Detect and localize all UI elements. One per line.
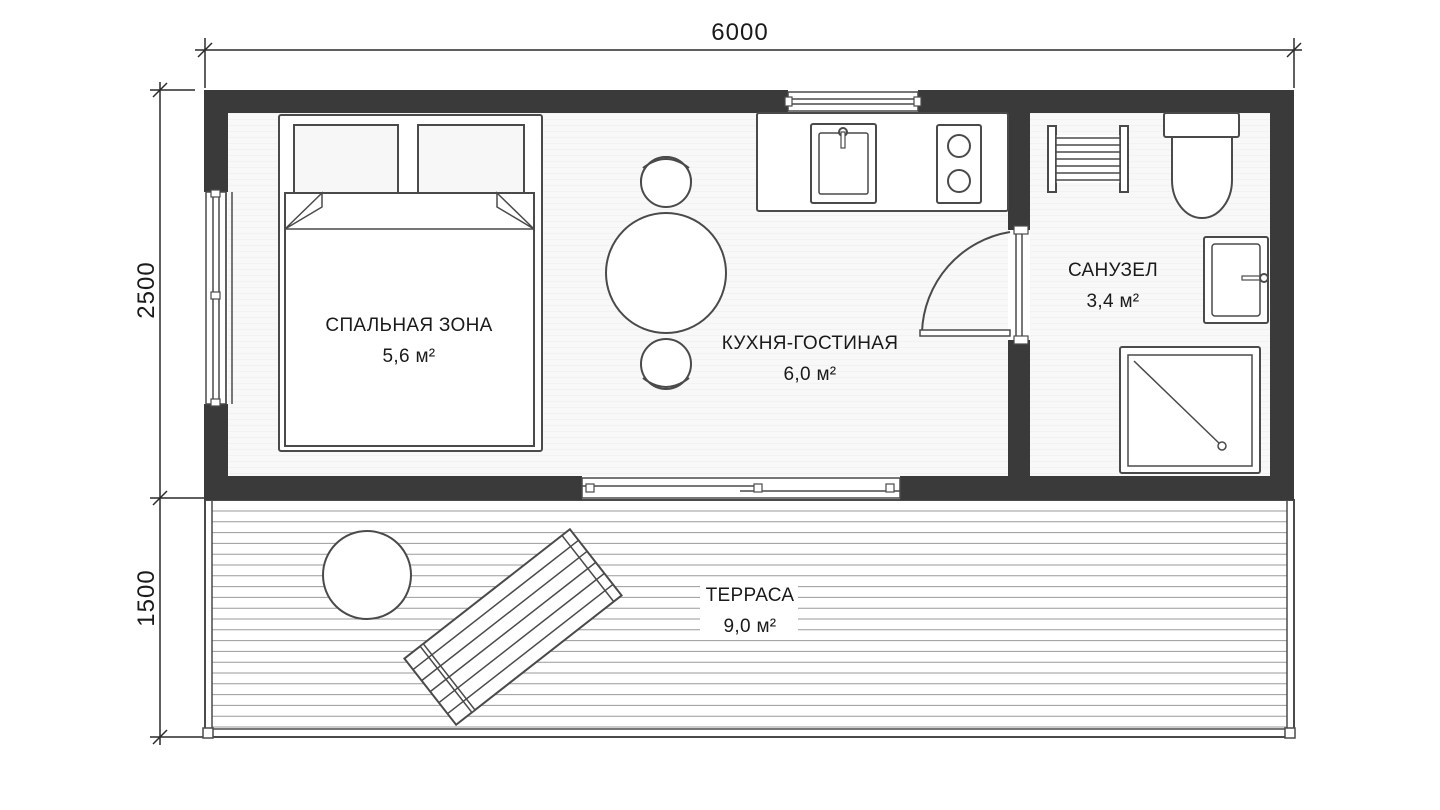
dimension-left: 2500 1500 bbox=[133, 82, 205, 745]
bathroom-area: 3,4 м² bbox=[1087, 291, 1140, 312]
towel-rail bbox=[1047, 125, 1129, 193]
shower-tray bbox=[1119, 346, 1261, 474]
dimension-terrace-depth-label: 1500 bbox=[133, 569, 160, 626]
terrace: ТЕРРАСА 9,0 м² bbox=[202, 499, 1296, 739]
bedroom-area: 5,6 м² bbox=[383, 346, 436, 367]
sliding-door-terrace bbox=[581, 477, 901, 499]
bathroom-door bbox=[919, 225, 1029, 345]
double-bed bbox=[278, 114, 543, 452]
bathroom: САНУЗЕЛ 3,4 м² bbox=[1047, 112, 1269, 474]
dimension-width-label: 6000 bbox=[711, 19, 768, 46]
exterior-walls bbox=[204, 90, 1294, 500]
kitchen-counter bbox=[756, 112, 1009, 212]
terrace-lounger bbox=[402, 527, 624, 727]
terrace-name: ТЕРРАСА bbox=[706, 585, 795, 606]
window-left bbox=[205, 189, 233, 407]
terrace-table bbox=[322, 530, 412, 620]
bathroom-name: САНУЗЕЛ bbox=[1068, 260, 1158, 281]
dimension-house-depth-label: 2500 bbox=[133, 261, 160, 318]
bedroom: СПАЛЬНАЯ ЗОНА 5,6 м² bbox=[278, 114, 543, 452]
window-top bbox=[784, 91, 922, 112]
kitchen-living-area: 6,0 м² bbox=[784, 364, 837, 385]
dining-table bbox=[605, 156, 727, 390]
bedroom-name: СПАЛЬНАЯ ЗОНА bbox=[325, 315, 492, 336]
kitchen-living: КУХНЯ-ГОСТИНАЯ 6,0 м² bbox=[605, 112, 1009, 390]
terrace-area: 9,0 м² bbox=[724, 616, 777, 637]
dimension-top: 6000 bbox=[195, 19, 1302, 88]
kitchen-living-name: КУХНЯ-ГОСТИНАЯ bbox=[722, 333, 898, 354]
toilet bbox=[1163, 112, 1240, 219]
washbasin bbox=[1203, 236, 1269, 324]
